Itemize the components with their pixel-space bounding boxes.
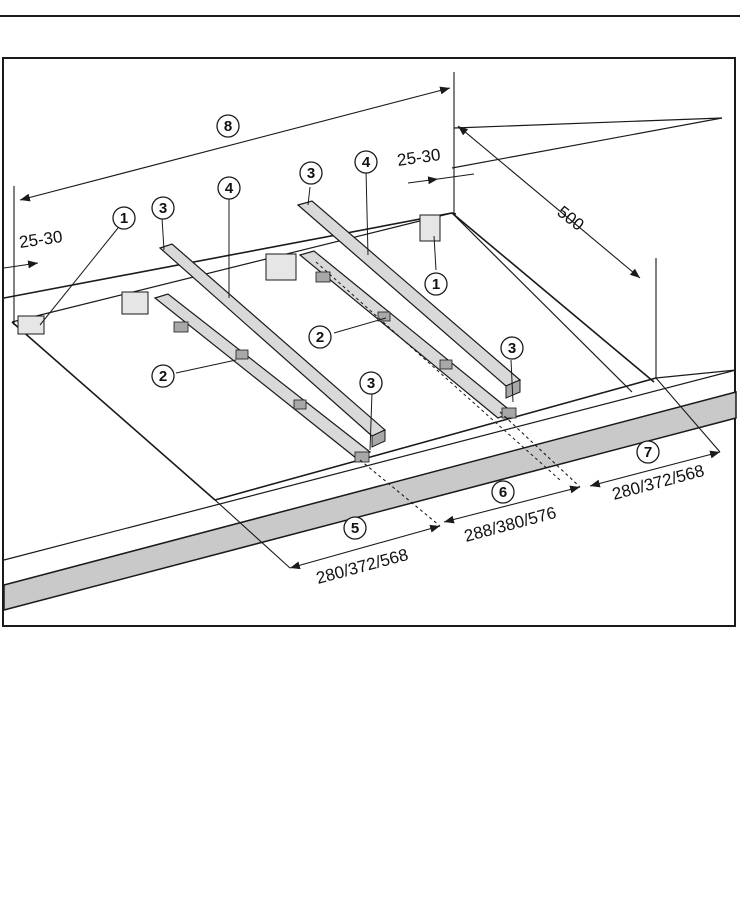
callout-3-right-rear: 3 bbox=[307, 165, 315, 182]
callout-6: 6 bbox=[499, 484, 507, 501]
callout-3-left-rear: 3 bbox=[159, 200, 167, 217]
diagram-frame bbox=[2, 57, 736, 627]
left-rail-assembly bbox=[121, 243, 387, 463]
callout-4-right: 4 bbox=[362, 154, 371, 171]
dimension-gap-right: 25-30 bbox=[396, 145, 442, 170]
worktop-cutout bbox=[3, 117, 723, 501]
dimension-gap-left: 25-30 bbox=[18, 227, 64, 252]
corner-brackets bbox=[17, 214, 441, 335]
callout-3-right-front: 3 bbox=[508, 340, 516, 357]
callout-1-right: 1 bbox=[432, 276, 440, 293]
dimension-spacing-7: 280/372/568 bbox=[610, 461, 706, 504]
callout-labels: 1 1 2 2 3 3 3 3 4 4 5 6 7 8 bbox=[120, 118, 652, 537]
dimension-lines bbox=[3, 72, 721, 570]
callout-8: 8 bbox=[224, 118, 232, 135]
callout-2-left: 2 bbox=[159, 368, 167, 385]
header-rule bbox=[0, 15, 740, 17]
callout-4-left: 4 bbox=[225, 180, 234, 197]
callout-1-left: 1 bbox=[120, 210, 128, 227]
dimension-spacing-6: 288/380/576 bbox=[462, 503, 558, 546]
worktop-front-edge bbox=[3, 369, 737, 611]
dimension-spacing-5: 280/372/568 bbox=[314, 545, 410, 588]
callout-2-right: 2 bbox=[316, 329, 324, 346]
callout-7: 7 bbox=[644, 444, 652, 461]
leader-lines bbox=[39, 169, 514, 451]
right-rail-assembly bbox=[265, 200, 561, 481]
callout-5: 5 bbox=[351, 520, 359, 537]
callout-3-left-front: 3 bbox=[367, 375, 375, 392]
callout-circles bbox=[112, 114, 660, 540]
